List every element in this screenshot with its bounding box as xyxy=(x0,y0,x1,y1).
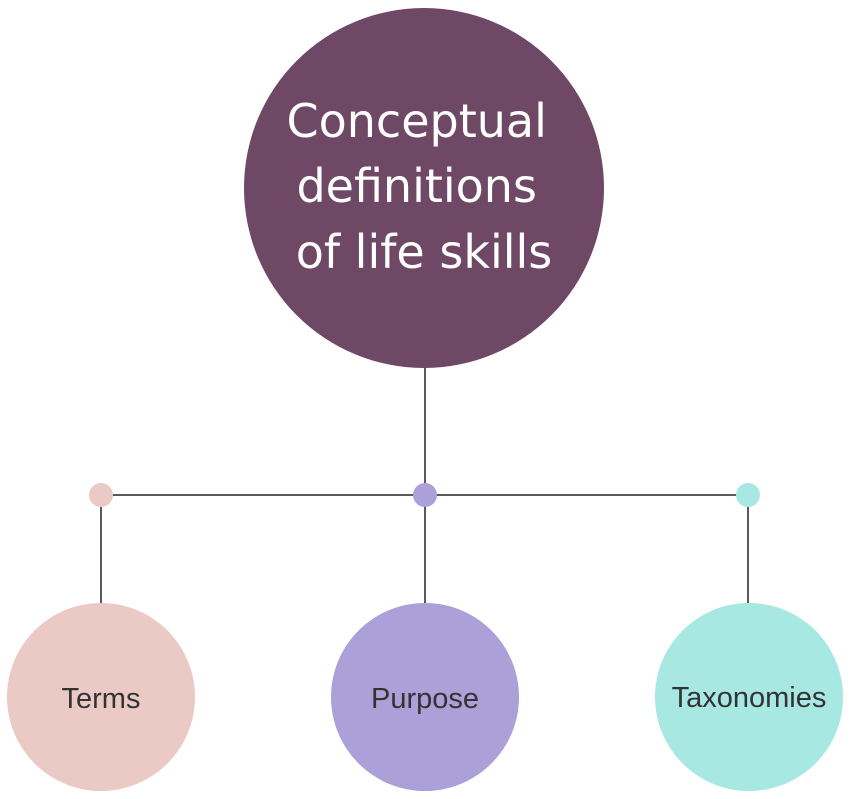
terms-label: Terms xyxy=(62,683,141,715)
purpose-label: Purpose xyxy=(371,683,479,715)
purpose-node xyxy=(331,603,519,791)
taxonomies-node xyxy=(655,603,843,791)
terms-junction-dot xyxy=(89,483,113,507)
root-node xyxy=(244,8,604,368)
root-label-line-2: definitions xyxy=(296,159,537,213)
root-label-line-3: of life skills xyxy=(296,225,553,279)
root-label: Conceptual definitions of life skills xyxy=(287,94,562,279)
taxonomies-junction-dot xyxy=(736,483,760,507)
taxonomies-label: Taxonomies xyxy=(672,682,827,714)
root-label-line-1: Conceptual xyxy=(287,94,547,148)
purpose-junction-dot xyxy=(413,483,437,507)
terms-node xyxy=(7,603,195,791)
